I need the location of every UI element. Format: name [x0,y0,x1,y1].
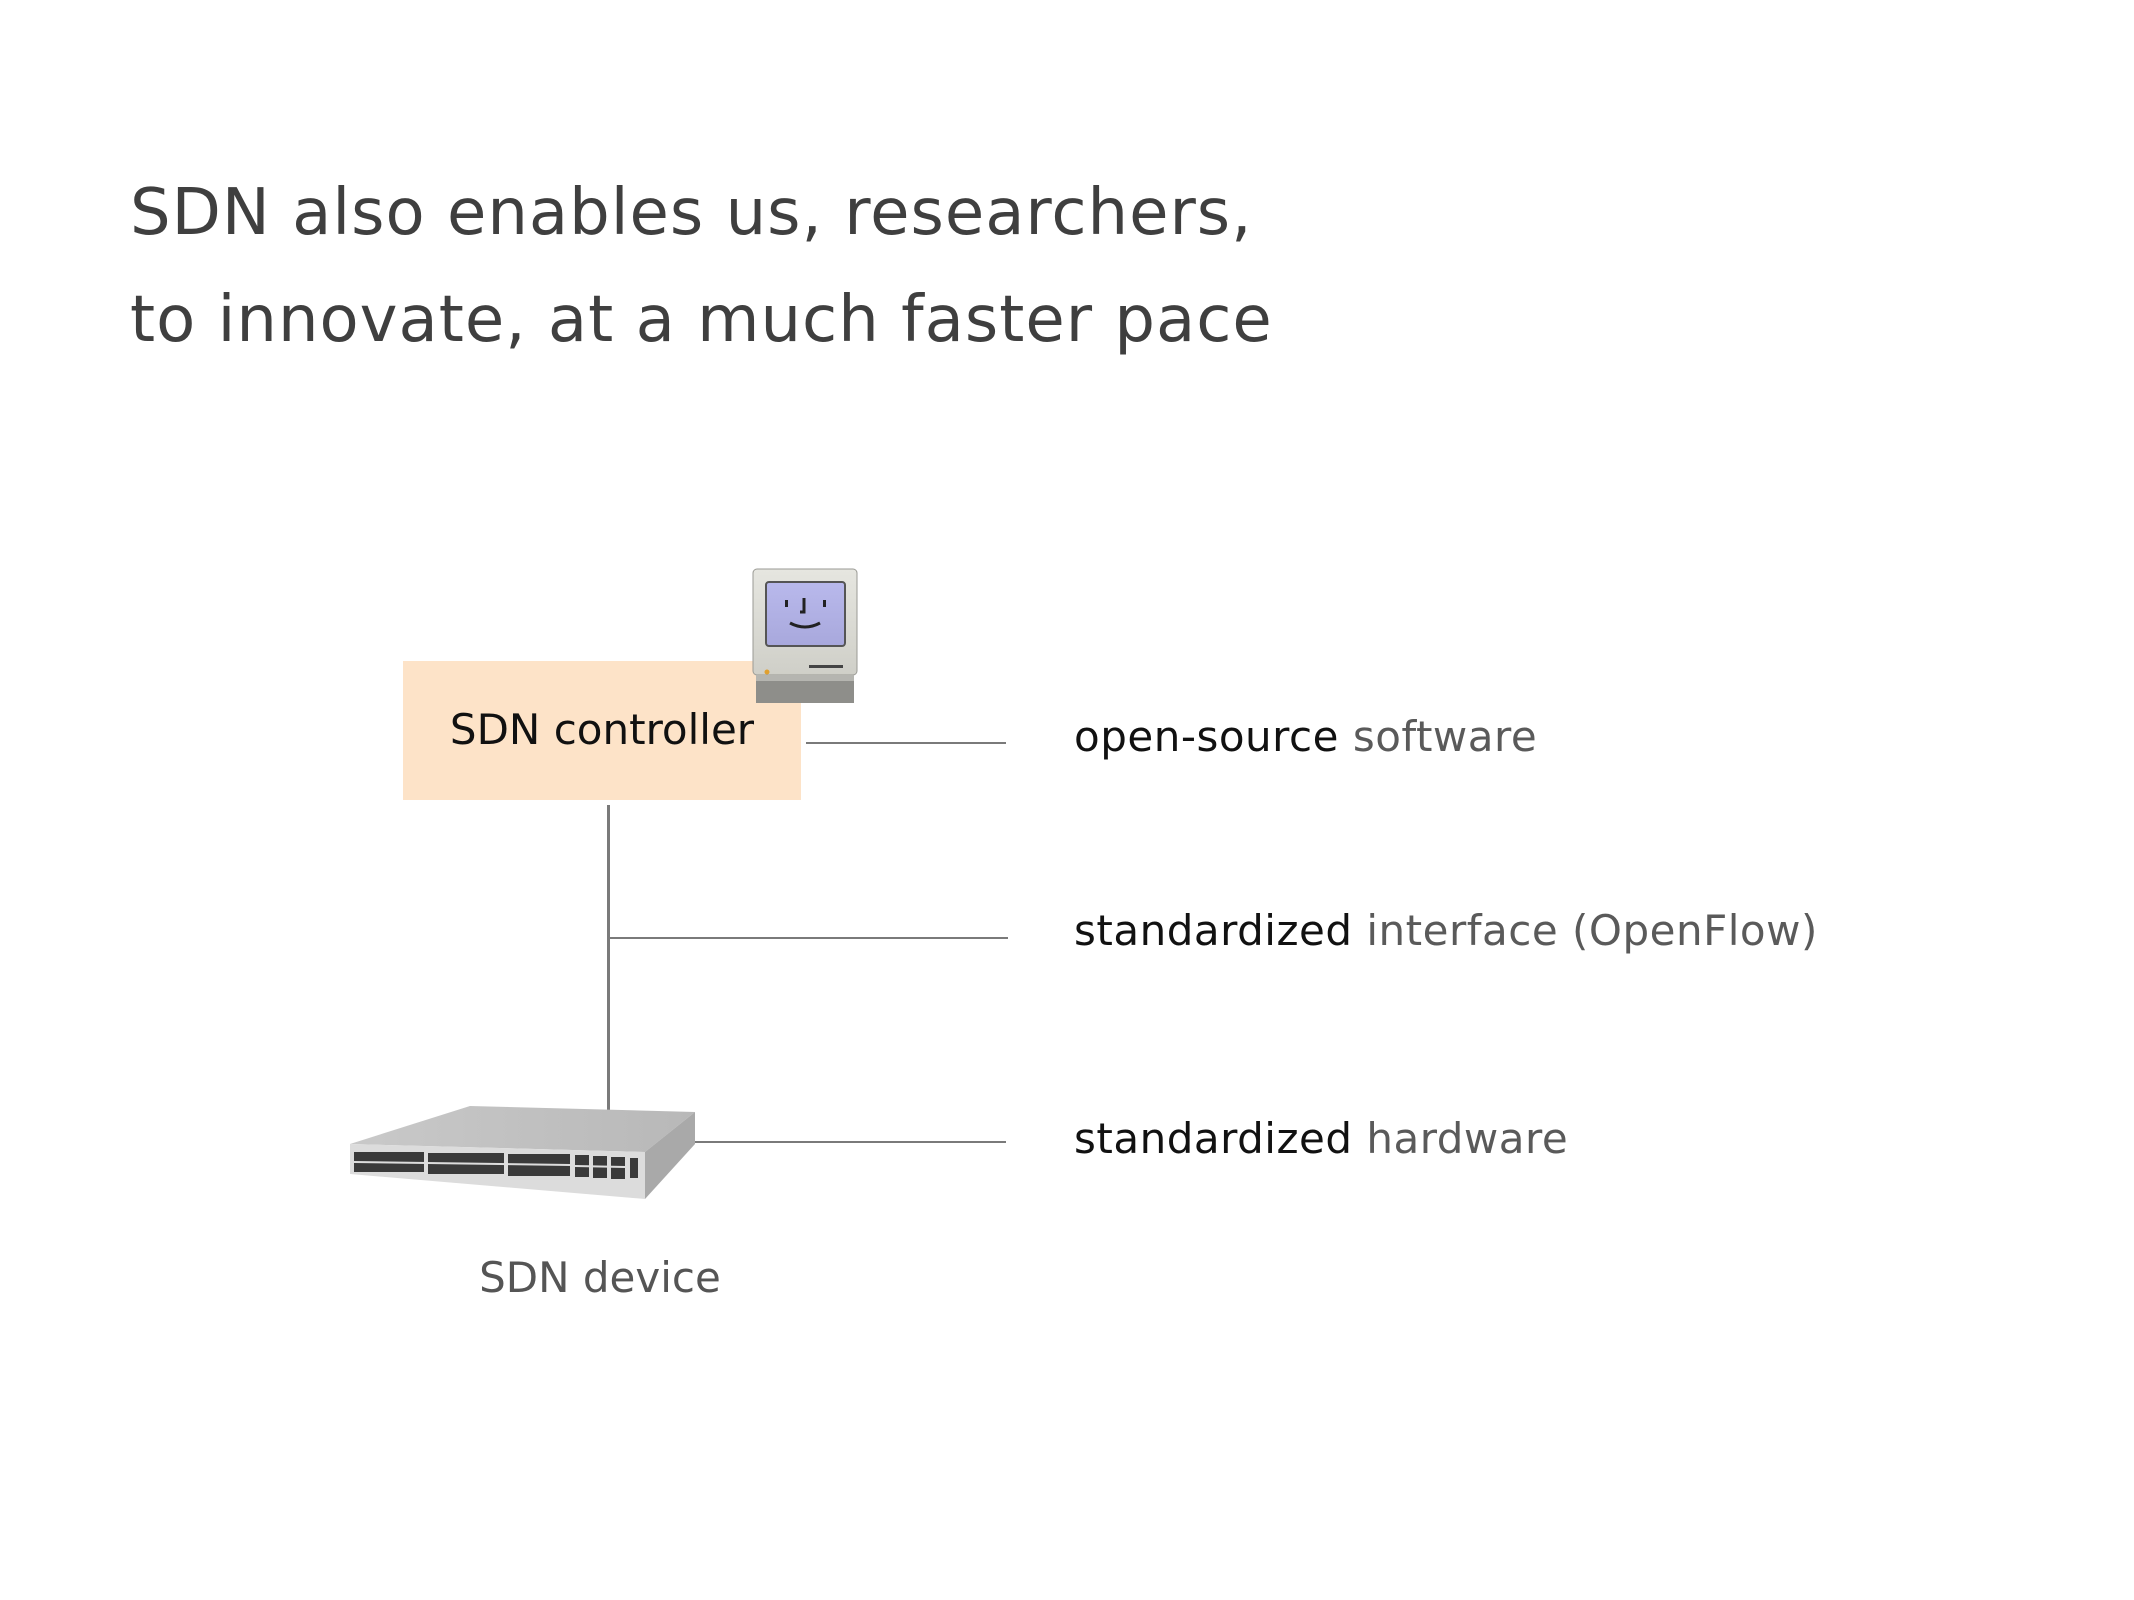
annotation-hardware: standardized hardware [1074,1114,1568,1163]
annotation-strong: standardized [1074,1114,1353,1163]
annotation-strong: standardized [1074,906,1353,955]
annotation-interface: standardized interface (OpenFlow) [1074,906,1818,955]
sdn-controller-box [403,661,801,800]
sdn-device-label: SDN device [479,1253,721,1302]
connector-line-software [806,742,1006,744]
annotation-software: open-source software [1074,712,1537,761]
connector-line-interface [608,937,1008,939]
network-switch-icon [350,1106,695,1199]
computer-icon [752,568,858,703]
slide-title-line-1: SDN also enables us, researchers, [130,176,1253,250]
connector-line-vertical [607,805,610,1113]
annotation-rest: interface (OpenFlow) [1366,906,1818,955]
annotation-rest: hardware [1366,1114,1569,1163]
slide-title-line-2: to innovate, at a much faster pace [130,283,1273,357]
connector-line-hardware [695,1141,1006,1143]
annotation-strong: open-source [1074,712,1339,761]
annotation-rest: software [1352,712,1538,761]
sdn-controller-label: SDN controller [449,705,755,754]
